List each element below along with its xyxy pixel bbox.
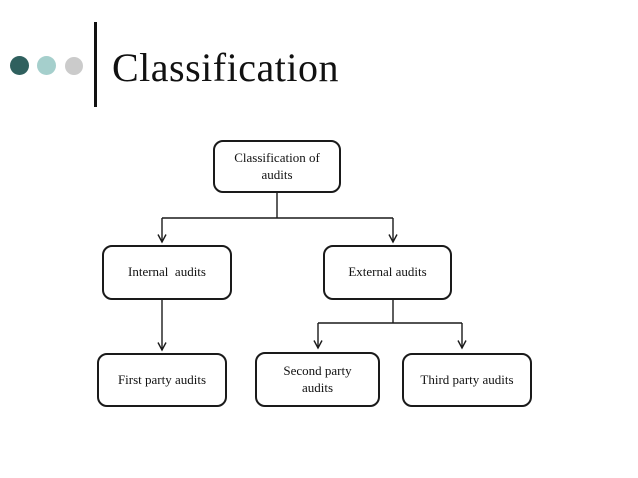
node-second-party-audits: Second party audits: [255, 352, 380, 407]
title-divider-bar: [94, 22, 97, 107]
node-external-audits: External audits: [323, 245, 452, 300]
node-internal-audits: Internal audits: [102, 245, 232, 300]
accent-dot-light-teal: [37, 56, 56, 75]
node-third-party-audits: Third party audits: [402, 353, 532, 407]
node-classification-of-audits: Classification of audits: [213, 140, 341, 193]
accent-dot-dark-teal: [10, 56, 29, 75]
node-first-party-audits: First party audits: [97, 353, 227, 407]
accent-dot-gray: [65, 57, 83, 75]
slide-title: Classification: [112, 45, 339, 90]
